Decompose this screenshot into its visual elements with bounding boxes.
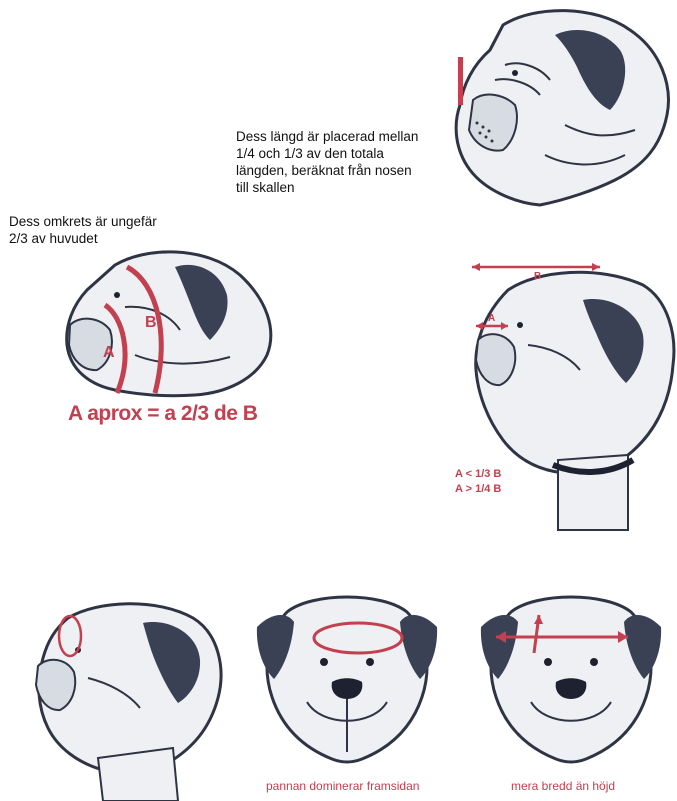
muzzle-length-text: Dess längd är placerad mellan 1/4 och 1/… xyxy=(236,128,456,196)
length-line-1: Dess längd är placerad mellan xyxy=(236,128,456,145)
dog-head-circumference-illustration: A B xyxy=(55,245,285,420)
length-line-2: 1/4 och 1/3 av den totala xyxy=(236,145,456,162)
dog-head-front-width-illustration xyxy=(476,585,666,767)
circumference-arc-a-label: A xyxy=(103,344,115,361)
length-arrow-b-label: B xyxy=(534,271,541,282)
length-line-4: till skallen xyxy=(236,179,456,196)
forehead-caption: pannan dominerar framsidan xyxy=(266,779,419,793)
circumference-line-1: Dess omkrets är ungefär xyxy=(9,213,209,230)
circumference-ratio-label: A aprox = a 2/3 de B xyxy=(68,402,257,426)
length-arrow-a-label: A xyxy=(488,313,495,324)
dog-head-front-forehead-illustration xyxy=(252,587,442,767)
length-rule-2: A > 1/4 B xyxy=(455,483,501,495)
dog-head-profile-illustration-top xyxy=(445,5,675,210)
length-line-3: längden, beräknat från nosen xyxy=(236,162,456,179)
circumference-arc-b-label: B xyxy=(145,314,157,331)
width-height-caption: mera bredd än höjd xyxy=(511,779,615,793)
muzzle-circumference-text: Dess omkrets är ungefär 2/3 av huvudet xyxy=(9,213,209,247)
dog-head-stop-illustration xyxy=(28,598,228,801)
length-rule-1: A < 1/3 B xyxy=(455,468,501,480)
